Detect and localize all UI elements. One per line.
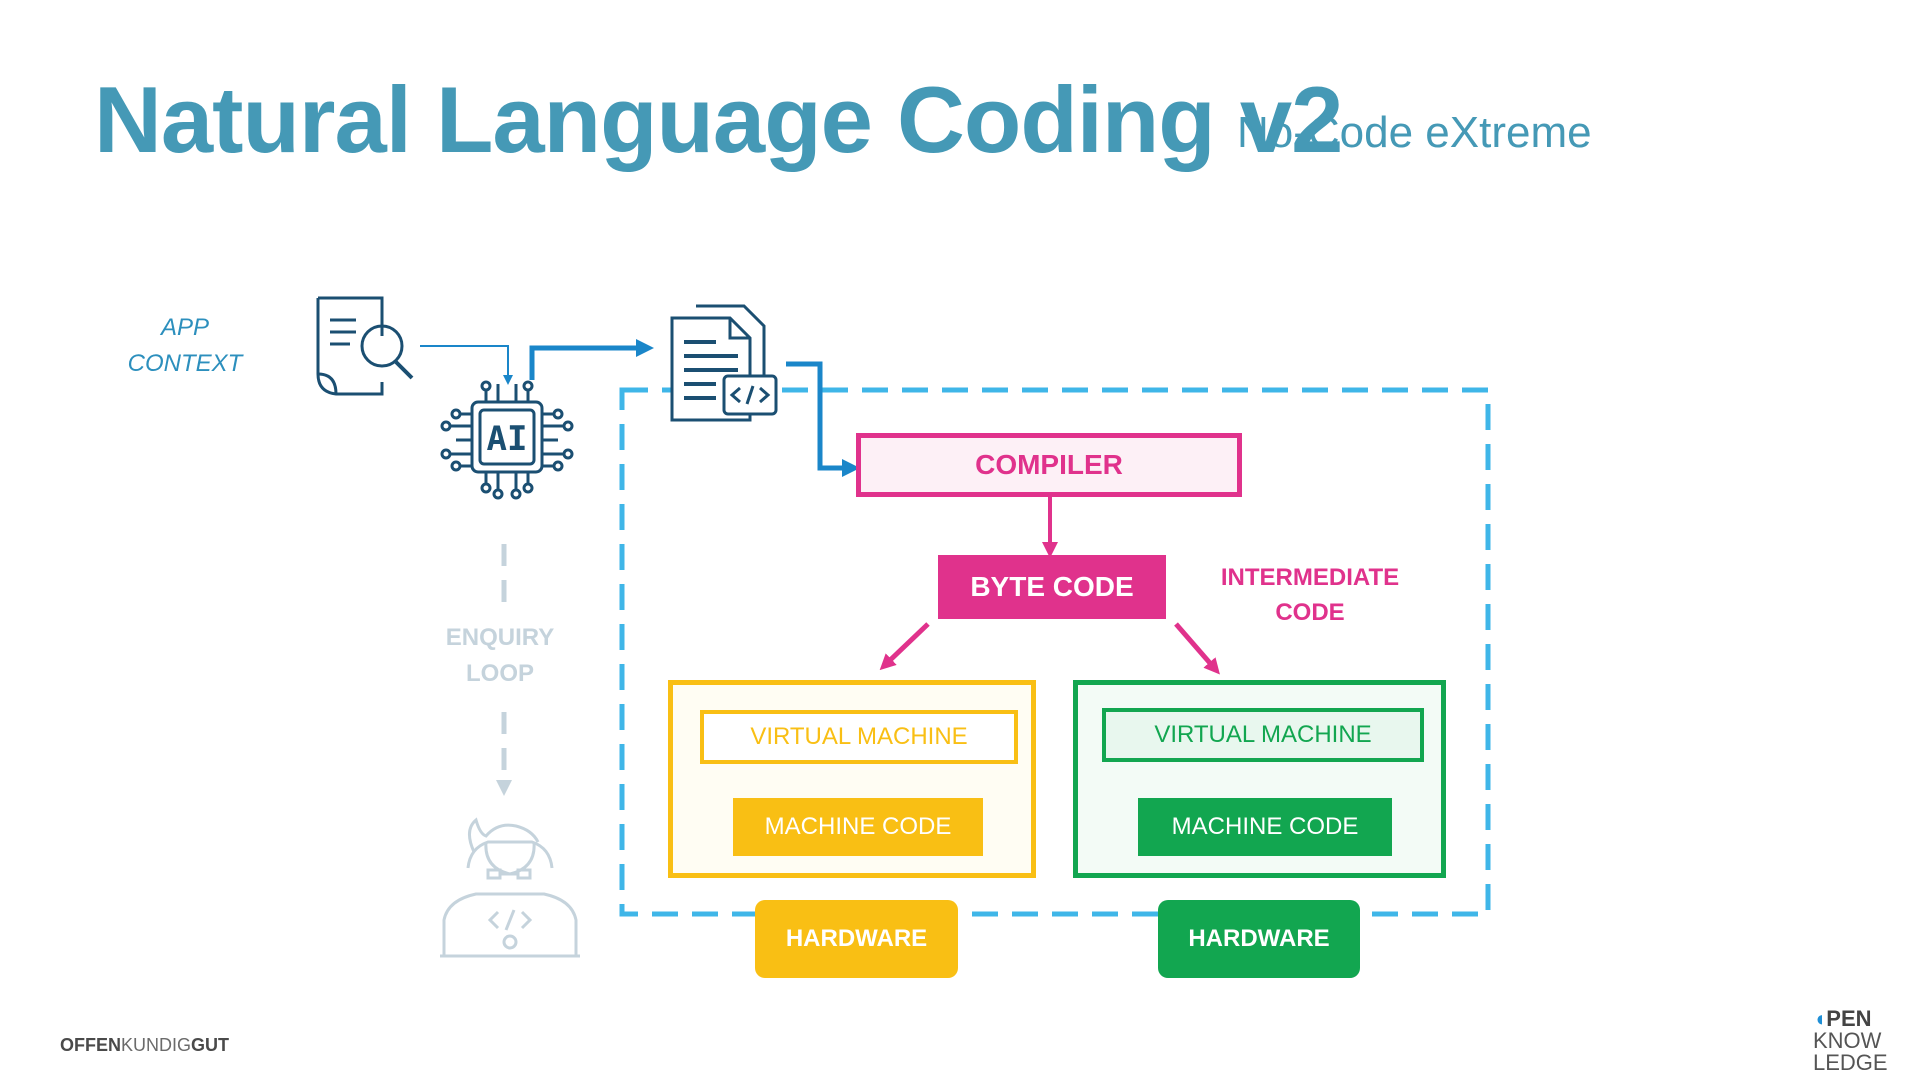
intermediate-code-label: INTERMEDIATE CODE [1220, 564, 1400, 626]
right-hardware-box: HARDWARE [1158, 900, 1360, 978]
context-to-ai-arrow [420, 345, 513, 385]
open-logo-o-icon: ◖ [1813, 1006, 1827, 1031]
ai-to-code-arrow [529, 339, 654, 380]
page-title: Natural Language Coding v2 [94, 67, 1343, 172]
left-hardware-box: HARDWARE [755, 900, 958, 978]
document-search-icon [316, 296, 414, 396]
bytecode-to-right-arrow [1174, 622, 1220, 675]
ai-chip-label: AI [487, 419, 528, 459]
bytecode-to-left-arrow [879, 622, 930, 671]
compiler-box: COMPILER [856, 433, 1242, 497]
code-to-compiler-arrow [786, 361, 860, 477]
developer-icon [440, 817, 580, 958]
page-subtitle: No-Code eXtreme [1237, 108, 1592, 157]
code-document-icon [670, 304, 778, 422]
offenkundiggut-logo: OFFENKUNDIGGUT [60, 1035, 230, 1055]
ai-chip-icon [440, 380, 574, 500]
right-virtual-machine-box: VIRTUAL MACHINE [1102, 708, 1424, 762]
app-context-label: APP CONTEXT [127, 314, 243, 377]
left-machine-code-box: MACHINE CODE [733, 798, 983, 856]
open-knowledge-logo: ◖PEN KNOW LEDGE [1813, 1006, 1888, 1075]
left-virtual-machine-box: VIRTUAL MACHINE [700, 710, 1018, 764]
right-machine-code-box: MACHINE CODE [1138, 798, 1392, 856]
system-boundary-frame [619, 387, 1491, 917]
byte-code-box: BYTE CODE [938, 555, 1166, 619]
enquiry-loop-label: ENQUIRY LOOP [445, 624, 555, 687]
